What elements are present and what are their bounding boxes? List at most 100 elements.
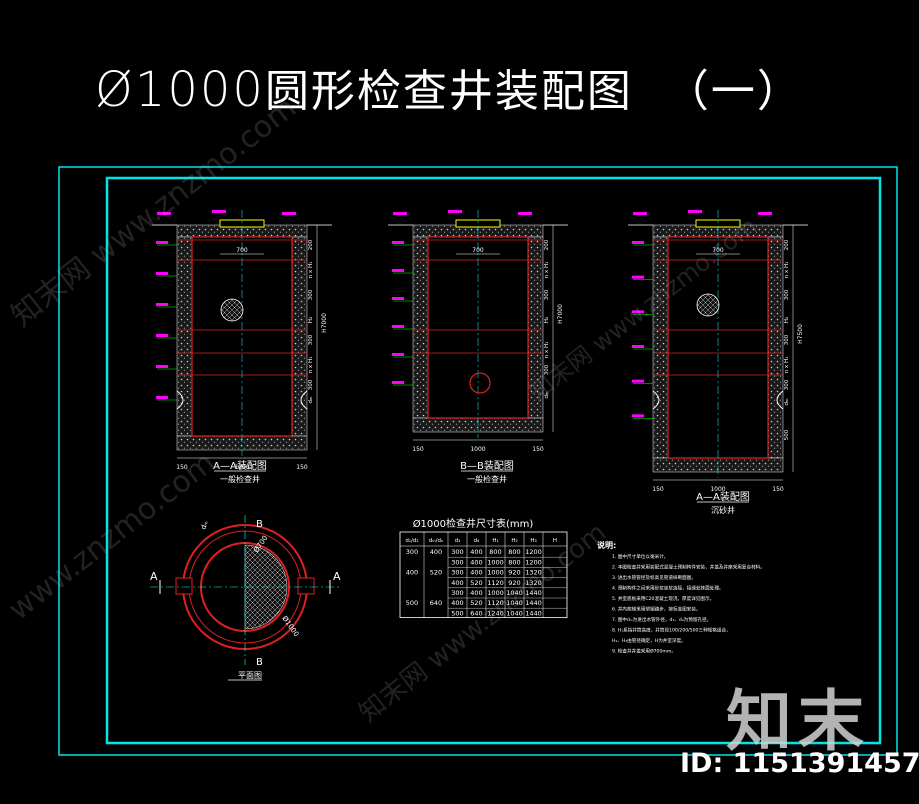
top-label-mark [157, 212, 171, 215]
table-cell: 300 [451, 558, 463, 566]
outer-frame [58, 166, 898, 756]
inner-frame [105, 176, 882, 745]
table-cell: 300 [451, 589, 463, 597]
segment-dim-label: 500 [784, 429, 790, 440]
table-cell: 400 [470, 589, 482, 597]
drawing-title: Ø1000圆形检查井装配图 （一） [95, 55, 803, 119]
callout-label-mark [392, 325, 404, 328]
table-cell: 400 [470, 548, 482, 556]
side-pipe [176, 390, 184, 410]
table-cell: 300 [451, 569, 463, 577]
view1-caption: A—A装配图 [213, 459, 267, 472]
table-cell: 1120 [487, 599, 504, 607]
table-header-cell: dₘ/dₙ [429, 538, 443, 544]
note-line: 7. 图中dₘ为进出水管外径，d₃、d₄为预留孔径。 [612, 616, 711, 623]
bottom-pipe-opening [469, 372, 491, 394]
cover-dim-text: 700 [236, 247, 248, 254]
table-cell: 520 [470, 579, 482, 587]
plan-section-b-top: B [256, 519, 263, 530]
view3-caption: A—A装配图 [696, 490, 750, 503]
segment-dim-label: dₘ [544, 391, 550, 398]
note-line: 4. 预制构件之间采用砂浆坐浆连接，接缝处抹面处理。 [612, 585, 724, 592]
callout-label-mark [156, 396, 168, 399]
callout-label-mark [392, 297, 404, 300]
segment-dim-label: H₂ [308, 317, 314, 323]
top-label-mark [448, 210, 462, 213]
znzmo-logo-watermark: 知末 [726, 683, 870, 760]
right-wall [291, 236, 308, 437]
plan-label: 平面图 [238, 671, 262, 680]
table-group-cell: 520 [430, 569, 442, 577]
table-header-cell: H₁ [492, 538, 498, 544]
wall-dim-left: 150 [412, 446, 424, 453]
side-pipe [300, 390, 308, 410]
side-pipe [652, 390, 660, 410]
callout-label-mark [632, 275, 644, 279]
callout-label-mark [632, 345, 644, 348]
callout-label-mark [392, 241, 404, 244]
callout-label-mark [632, 241, 644, 244]
note-line: 6. 井内爬梯采用塑钢踏步，按标准图安装。 [612, 606, 701, 613]
table-group-cell: 300 [406, 548, 418, 556]
segment-dim-label: 300 [544, 289, 550, 300]
segment-dim-label: 200 [784, 239, 790, 250]
table-header-cell: H₂ [511, 538, 517, 544]
plan-section-a-right: A [333, 570, 341, 583]
table-cell: 1440 [525, 599, 542, 607]
table-cell: 1120 [487, 579, 504, 587]
cover-dim-text: 700 [472, 247, 484, 254]
table-cell: 800 [508, 558, 520, 566]
table-cell: 1040 [506, 599, 523, 607]
table-group-cell: 640 [430, 599, 442, 607]
top-label-mark [393, 212, 407, 215]
table-cell: 1040 [506, 589, 523, 597]
segment-dim-label: 300 [784, 334, 790, 345]
view2-caption: B—B装配图 [460, 459, 514, 472]
note-line: 1. 图中尺寸单位以毫米计。 [612, 553, 668, 560]
inner-width-dim: 1000 [470, 446, 485, 453]
segment-dim-label: 200 [544, 239, 550, 250]
plan-dm: dₘ [199, 520, 210, 531]
callout-label-mark [392, 381, 404, 384]
plan-section-a-left: A [150, 570, 158, 583]
segment-dim-label: H₂ [544, 317, 550, 323]
upper-pipe-opening [220, 298, 244, 322]
table-cell: 1200 [525, 548, 542, 556]
table-header-cell: d₁/d₂ [405, 538, 418, 544]
left-wall [176, 236, 193, 437]
callout-label-mark [156, 272, 168, 275]
segment-dim-label: 200 [308, 239, 314, 250]
table-cell: 400 [451, 599, 463, 607]
segment-dim-label: 300 [308, 334, 314, 345]
segment-dim-label: dₘ [784, 398, 790, 405]
segment-dim-label: n x H₁ [784, 262, 790, 279]
segment-dim-label: 300 [784, 289, 790, 300]
callout-label-mark [156, 334, 168, 337]
callout-label-mark [632, 379, 644, 383]
top-label-mark [282, 212, 296, 215]
segment-dim-label: 300 [308, 379, 314, 390]
side-pipe [776, 390, 784, 410]
total-height-label: H7000 [557, 304, 564, 324]
total-height-label: H7500 [797, 324, 804, 344]
table-cell: 1440 [525, 589, 542, 597]
title-suffix: （一） [664, 66, 803, 117]
notes-block: 说明: 1. 图中尺寸单位以毫米计。2. 本图检查井采用装配式混凝土预制构件安装… [597, 540, 765, 655]
total-height-label: H7000 [321, 313, 328, 333]
note-line: H₂、H₃由管径确定，H为井室深度。 [612, 637, 686, 644]
callout-label-mark [392, 353, 404, 356]
plan-view: A A B B Ø700 Ø1000 dₘ 平面图 [150, 515, 341, 681]
table-group-cell: 500 [406, 599, 418, 607]
table-cell: 1240 [487, 609, 504, 617]
table-header-cell: H [553, 538, 557, 544]
segment-dim-label: 300 [544, 364, 550, 375]
table-cell: 500 [451, 609, 463, 617]
table-header-cell: H₃ [530, 538, 536, 544]
note-line: 2. 本图检查井采用装配式混凝土预制构件安装，井盖及井座采用复合材料。 [612, 564, 765, 571]
callout-label-mark [156, 241, 168, 244]
top-label-mark [212, 210, 226, 213]
